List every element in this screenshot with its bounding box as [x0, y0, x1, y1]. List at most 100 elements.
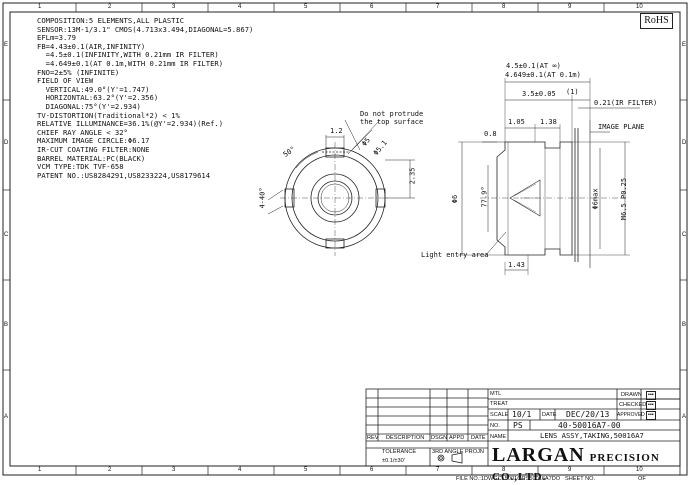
grid-letter: B [682, 322, 687, 328]
spec-line: HORIZONTAL:63.2°(Y'=2.356) [37, 93, 159, 103]
grid-number: 10 [636, 4, 643, 10]
grid-number: 9 [568, 4, 572, 10]
grid-letter: C [682, 232, 687, 238]
spec-line: =4.649±0.1(AT 0.1m,WITH 0.21mm IR FILTER… [37, 58, 224, 68]
note-no-protrude: Do not protrude [360, 110, 424, 118]
spec-line: =4.5±0.1(INFINITY,WITH 0.21mm IR FILTER) [37, 50, 219, 60]
spec-line: BARREL MATERIAL:PC(BLACK) [37, 153, 146, 163]
drawn-stamp: ▪▪▪ [646, 391, 656, 400]
grid-number: 4 [238, 4, 242, 10]
dim-1-05: 1.05 [508, 118, 525, 126]
grid-number: 7 [436, 467, 440, 473]
tb-tolerance-value: ±0.1/±30' [382, 458, 405, 464]
image-plane-label: IMAGE PLANE [598, 123, 645, 131]
tb-mtl: MTL [490, 391, 502, 397]
grid-number: 5 [304, 467, 308, 473]
spec-line: VCM TYPE:TDK TVF-658 [37, 162, 124, 172]
dim-1-38: 1.38 [540, 118, 557, 126]
rohs-badge: RoHS [640, 13, 673, 29]
tb-dsgn: DSGN [431, 435, 448, 441]
tb-description: DESCRIPTION [386, 435, 425, 441]
checked-stamp: ▪▪▪ [646, 401, 656, 410]
spec-line: CHIEF RAY ANGLE < 32° [37, 127, 128, 137]
spec-line: SENSOR:13M-1/3.1" CMOS(4.713x3.494,DIAGO… [37, 24, 254, 34]
spec-line: TV-DISTORTION(Traditional*2) < 1% [37, 110, 180, 120]
dim-height: 2.35 [408, 167, 417, 185]
tb-part-no: 40-50016A7-00 [558, 421, 621, 430]
spec-line: DIAGONAL:75°(Y'=2.934) [37, 101, 141, 111]
grid-number: 8 [502, 467, 506, 473]
note-top-surface: the top surface [360, 118, 424, 126]
tb-name-label: NAME [490, 434, 507, 440]
grid-number: 7 [436, 4, 440, 10]
grid-letter: E [682, 42, 687, 48]
grid-letter: C [4, 232, 9, 238]
grid-number: 6 [370, 467, 374, 473]
tb-ps: PS [513, 421, 523, 430]
tb-date-col: DATE [471, 435, 486, 441]
dim-ref: (1) [566, 88, 579, 96]
dim-1-43: 1.43 [508, 261, 525, 269]
light-entry-label: Light entry area [421, 251, 489, 259]
tb-treat: TREAT [490, 401, 508, 407]
grid-number: 1 [38, 4, 42, 10]
dim-width: 1.2 [330, 127, 343, 135]
grid-letter: A [4, 414, 9, 420]
tb-checked: CHECKED [619, 402, 647, 408]
company-logo: LARGAN PRECISION CO.,LTD. [492, 444, 690, 485]
side-view-drawing [458, 78, 640, 275]
spec-line: COMPOSITION:5 ELEMENTS,ALL PLASTIC [37, 16, 185, 25]
grid-number: 10 [636, 467, 643, 473]
ir-filter-label: 0.21(IR FILTER) [594, 99, 658, 107]
grid-number: 8 [502, 4, 506, 10]
tb-projection: 3RD ANGLE PROJN [432, 449, 484, 455]
fb-infinity: 4.5±0.1(AT ∞) [506, 62, 561, 70]
dim-slot-angle: 4-40° [258, 187, 267, 209]
tb-name-value: LENS ASSY,TAKING,50016A7 [540, 431, 644, 440]
fb-near: 4.649±0.1(AT 0.1m) [505, 71, 581, 79]
grid-letter: D [4, 140, 9, 146]
front-view-drawing [267, 119, 415, 256]
spec-line: PATENT NO.:US8284291,US8233224,US8179614 [37, 170, 211, 180]
tb-appd: APPD [449, 435, 465, 441]
tb-file-no: FILE NO.:1DWGCL50016\PS50016A7DO [456, 476, 561, 482]
approved-stamp: ▪▪▪ [646, 411, 656, 420]
brand-largan: LARGAN [492, 444, 585, 466]
spec-line: EFLm=3.79 [37, 33, 76, 43]
spec-line: RELATIVE ILLUMINANCE=36.1%(@Y'=2.934)(Re… [37, 119, 224, 129]
tb-no-label: NO. [490, 423, 500, 429]
dim-dia-6: Φ6 [451, 194, 460, 204]
dim-length: 3.5±0.05 [522, 90, 556, 98]
thread-spec: M6.5 P0.25 [620, 177, 629, 221]
title-block-frame [365, 388, 681, 475]
tb-approved: APPROVED [617, 412, 645, 418]
grid-number: 9 [568, 467, 572, 473]
tb-date-value: DEC/20/13 [566, 410, 610, 419]
tb-scale-value: 10/1 [512, 410, 532, 419]
spec-line: VERTICAL:49.0°(Y'=1.747) [37, 84, 150, 94]
grid-letter: D [682, 140, 687, 146]
tb-drawn: DRAWN [621, 392, 642, 398]
brand-precision: PRECISION CO.,LTD. [492, 452, 660, 483]
spec-line: FIELD OF VIEW [37, 76, 94, 86]
spec-line: IR-CUT COATING FILTER:NONE [37, 144, 150, 154]
fov-angle: 77.9° [480, 186, 489, 208]
grid-number: 3 [172, 4, 176, 10]
grid-letter: A [682, 414, 687, 420]
grid-number: 4 [238, 467, 242, 473]
dim-0-8: 0.8 [484, 130, 497, 138]
grid-letter: B [4, 322, 9, 328]
tb-tolerance-label: TOLERANCE [382, 449, 417, 455]
grid-number: 2 [108, 467, 112, 473]
tb-rev: REV [367, 435, 379, 441]
grid-letter: E [4, 42, 9, 48]
grid-number: 3 [172, 467, 176, 473]
grid-number: 6 [370, 4, 374, 10]
grid-number: 2 [108, 4, 112, 10]
grid-number: 5 [304, 4, 308, 10]
spec-line: FB=4.43±0.1(AIR,INFINITY) [37, 41, 146, 51]
spec-line: MAXIMUM IMAGE CIRCLE:Φ6.17 [37, 136, 150, 146]
spec-line: FNO=2±5% (INFINITE) [37, 67, 120, 77]
